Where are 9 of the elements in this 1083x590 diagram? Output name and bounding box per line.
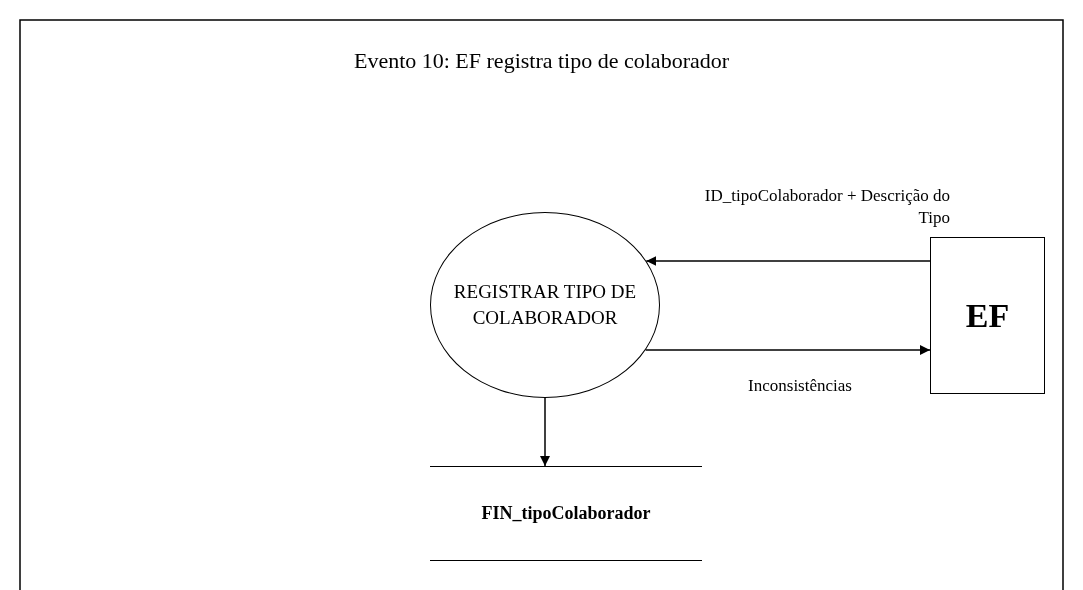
arrow: [645, 256, 931, 266]
arrow: [644, 345, 931, 355]
data-store: [430, 466, 702, 561]
node-text: EF: [964, 295, 1011, 336]
diagram-title: Evento 10: EF registra tipo de colaborador: [353, 48, 730, 73]
arrow: [540, 397, 550, 467]
node-text: REGISTRAR TIPO DE COLABORADOR: [452, 280, 638, 330]
node-text: FIN_tipoColaborador: [480, 502, 652, 526]
external-entity-box: [930, 237, 1045, 394]
